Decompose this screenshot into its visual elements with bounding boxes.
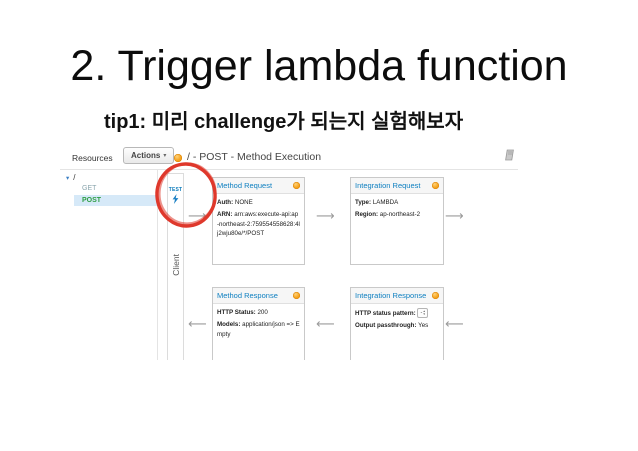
page-title: / - POST - Method Execution [187, 151, 322, 163]
integration-request-title-link[interactable]: Integration Request [355, 181, 421, 190]
tree-item-post[interactable]: POST [74, 195, 157, 206]
field-value: LAMBDA [372, 199, 399, 206]
field-label: Region: [355, 211, 379, 219]
tree-item-post-label: POST [82, 197, 102, 204]
flow-arrow-right-icon: ⟶ [445, 209, 464, 224]
panel-header: Method Request [213, 178, 304, 194]
panel-header: Integration Request [351, 178, 443, 194]
status-dot-icon [432, 182, 439, 189]
method-response-panel: Method Response HTTP Status: 200 Models:… [212, 287, 305, 360]
documentation-icon[interactable] [504, 149, 515, 161]
method-request-title-link[interactable]: Method Request [217, 181, 273, 190]
stepper-up-icon: ▴ [423, 309, 425, 314]
panel-body: HTTP status pattern: - ▴ ▾ Output passth… [351, 304, 443, 338]
tree-root-label: / [73, 173, 76, 182]
flow-arrow-right-icon: ⟶ [188, 209, 207, 224]
method-response-title-link[interactable]: Method Response [217, 291, 278, 300]
flow-arrow-left-icon: ⟵ [316, 317, 335, 332]
client-label: Client [170, 254, 181, 276]
stepper-down-icon: ▾ [423, 312, 425, 317]
lightning-icon [172, 194, 179, 204]
field-value: arn:aws:execute-api:ap-northeast-2:75955… [217, 211, 300, 237]
field-label: Type: [355, 199, 372, 206]
field-value: NONE [234, 199, 253, 206]
caret-down-icon: ▾ [66, 174, 70, 182]
method-request-panel: Method Request Auth: NONE ARN: arn:aws:e… [212, 177, 305, 265]
field-value: Yes [418, 322, 429, 330]
test-button-label: TEST [168, 187, 183, 193]
panel-header: Integration Response [351, 288, 443, 304]
flow-arrow-left-icon: ⟵ [188, 317, 207, 332]
panel-body: Type: LAMBDA Region: ap-northeast-2 [351, 194, 443, 227]
status-pattern-select[interactable]: - ▴ ▾ [417, 308, 428, 319]
panel-header: Method Response [213, 288, 304, 304]
status-dot-icon [293, 182, 300, 189]
panel-body: HTTP Status: 200 Models: application/jso… [213, 304, 304, 346]
api-gateway-screenshot: Resources Actions ▾ / - POST - Method Ex… [60, 143, 518, 360]
status-dot-icon [432, 292, 439, 299]
field-value: ap-northeast-2 [379, 211, 421, 219]
integration-response-panel: Integration Response HTTP status pattern… [350, 287, 444, 360]
tree-item-get[interactable]: GET [82, 185, 97, 192]
panel-body: Auth: NONE ARN: arn:aws:execute-api:ap-n… [213, 194, 304, 245]
header-divider [60, 169, 518, 170]
field-value: 200 [257, 309, 268, 316]
actions-button-label: Actions [131, 151, 161, 160]
field-label: ARN: [217, 211, 233, 219]
field-label: Models: [217, 321, 241, 329]
integration-request-panel: Integration Request Type: LAMBDA Region:… [350, 177, 444, 265]
method-status-icon [174, 154, 182, 162]
sidebar-divider [157, 170, 158, 360]
client-lane: TEST Client [167, 173, 184, 360]
integration-response-title-link[interactable]: Integration Response [355, 291, 427, 300]
resources-title: Resources [72, 153, 113, 163]
status-dot-icon [293, 292, 300, 299]
flow-arrow-right-icon: ⟶ [316, 209, 335, 224]
field-label: Output passthrough: [355, 322, 417, 330]
field-label: Auth: [217, 199, 234, 206]
stepper-icon: ▴ ▾ [423, 309, 425, 317]
slide-subtitle: tip1: 미리 challenge가 되는지 실험해보자 [104, 111, 464, 133]
field-value: application/json => Empty [217, 321, 300, 338]
status-pattern-value: - [420, 310, 423, 316]
test-button[interactable]: TEST [168, 187, 183, 204]
flow-arrow-left-icon: ⟵ [445, 317, 464, 332]
slide-title: 2. Trigger lambda function [70, 42, 568, 90]
field-label: HTTP Status: [217, 309, 256, 316]
field-label: HTTP status pattern: [355, 309, 416, 317]
caret-down-icon: ▾ [163, 152, 167, 159]
tree-root-item[interactable]: ▾/ [66, 173, 76, 182]
actions-button[interactable]: Actions ▾ [123, 147, 175, 164]
